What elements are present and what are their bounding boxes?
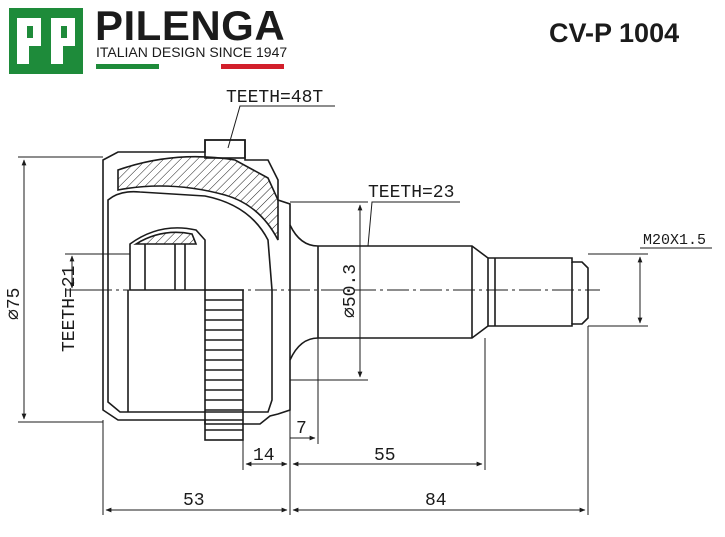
inner-race-hatch <box>133 231 198 245</box>
label-outer-diameter: ⌀75 <box>5 288 25 320</box>
housing-section-hatch <box>117 155 279 241</box>
leader-teeth-shaft <box>367 201 460 247</box>
flag-stripe-white <box>158 64 222 69</box>
brand-tagline: ITALIAN DESIGN SINCE 1947 <box>96 44 288 60</box>
label-teeth-outer: TEETH=48T <box>226 88 323 108</box>
label-teeth-shaft: TEETH=23 <box>368 183 454 203</box>
label-thread: M20X1.5 <box>643 232 706 249</box>
tone-ring-top <box>204 139 246 159</box>
label-shaft-diameter: ⌀50.3 <box>341 264 361 318</box>
flag-stripe-red <box>221 64 285 69</box>
logo-letter-right <box>51 18 75 64</box>
label-dim-7: 7 <box>296 419 307 439</box>
label-dim-53: 53 <box>183 491 205 511</box>
inner-race <box>129 227 206 291</box>
abs-tone-ring <box>204 289 244 441</box>
label-dim-14: 14 <box>253 446 275 466</box>
label-dim-84: 84 <box>425 491 447 511</box>
inner-cavity <box>107 190 273 413</box>
label-inner-teeth: TEETH=21 <box>60 266 80 352</box>
logo-letter-left <box>17 18 41 64</box>
brand-name: PILENGA <box>95 2 286 49</box>
part-number: CV-P 1004 <box>549 18 680 48</box>
pilenga-logo-mark <box>9 8 83 74</box>
leader-teeth-outer <box>227 105 335 149</box>
threaded-end <box>488 257 589 327</box>
italian-flag-bar <box>96 64 285 69</box>
flag-stripe-green <box>96 64 159 69</box>
label-dim-55: 55 <box>374 446 396 466</box>
stub-shaft <box>289 224 489 361</box>
